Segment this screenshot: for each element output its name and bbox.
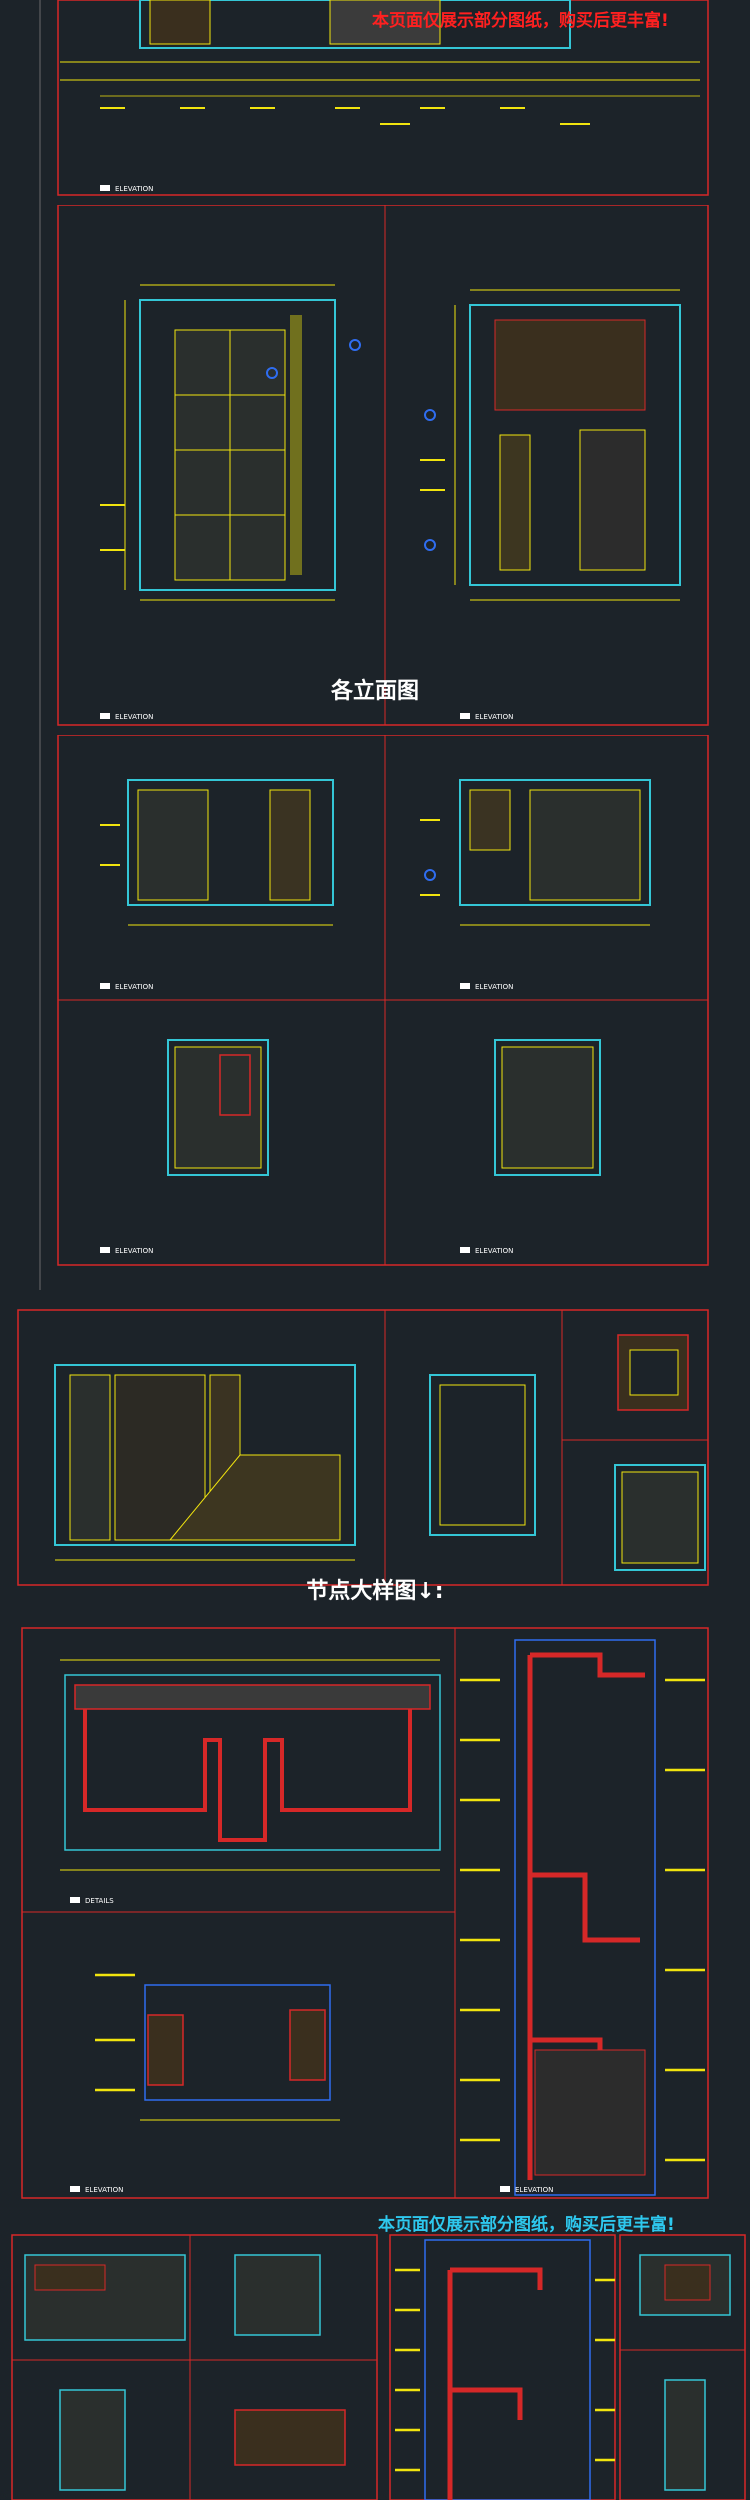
bottom-notice: 本页面仅展示部分图纸，购买后更丰富! xyxy=(378,2215,675,2235)
elevation-label: ELEVATION xyxy=(115,1247,153,1255)
section-title-details: 节点大样图↓: xyxy=(306,1579,444,1604)
drawing-sheet-6: 本页面仅展示部分图纸，购买后更丰富! xyxy=(0,2210,750,2500)
elevation-label: ELEVATION xyxy=(515,2186,553,2194)
elevation-label: ELEVATION xyxy=(115,185,153,193)
elevation-label: ELEVATION xyxy=(475,1247,513,1255)
elevation-drawing-pair: ELEVATION ELEVATION xyxy=(39,205,709,735)
elevation-label: ELEVATION xyxy=(115,713,153,721)
elevation-label: ELEVATION xyxy=(475,713,513,721)
elevation-drawing-top: ELEVATION xyxy=(39,0,709,205)
detail-drawing-bottom xyxy=(11,2234,746,2500)
elevation-label: ELEVATION xyxy=(475,983,513,991)
drawing-sheet-4: 节点大样图↓: xyxy=(0,1290,750,1620)
top-notice: 本页面仅展示部分图纸，购买后更丰富! xyxy=(372,11,669,31)
drawing-sheet-2: ELEVATION ELEVATION 各立面图 xyxy=(0,205,750,735)
elevation-label: ELEVATION xyxy=(85,2186,123,2194)
elevation-label: ELEVATION xyxy=(115,983,153,991)
elevation-drawing-grid: ELEVATION ELEVATION ELEVATION ELEVATION xyxy=(39,735,709,1290)
elevation-section-drawing xyxy=(17,1309,709,1586)
drawing-sheet-1: ELEVATION 本页面仅展示部分图纸，购买后更丰富! xyxy=(0,0,750,205)
drawing-sheet-3: ELEVATION ELEVATION ELEVATION ELEVATION xyxy=(0,735,750,1290)
details-label: DETAILS xyxy=(85,1897,114,1905)
detail-drawing: DETAILS ELEVATION ELEVATION xyxy=(21,1627,709,2199)
section-title-elevations: 各立面图 xyxy=(330,679,419,704)
drawing-sheet-5: DETAILS ELEVATION ELEVATION xyxy=(0,1620,750,2210)
